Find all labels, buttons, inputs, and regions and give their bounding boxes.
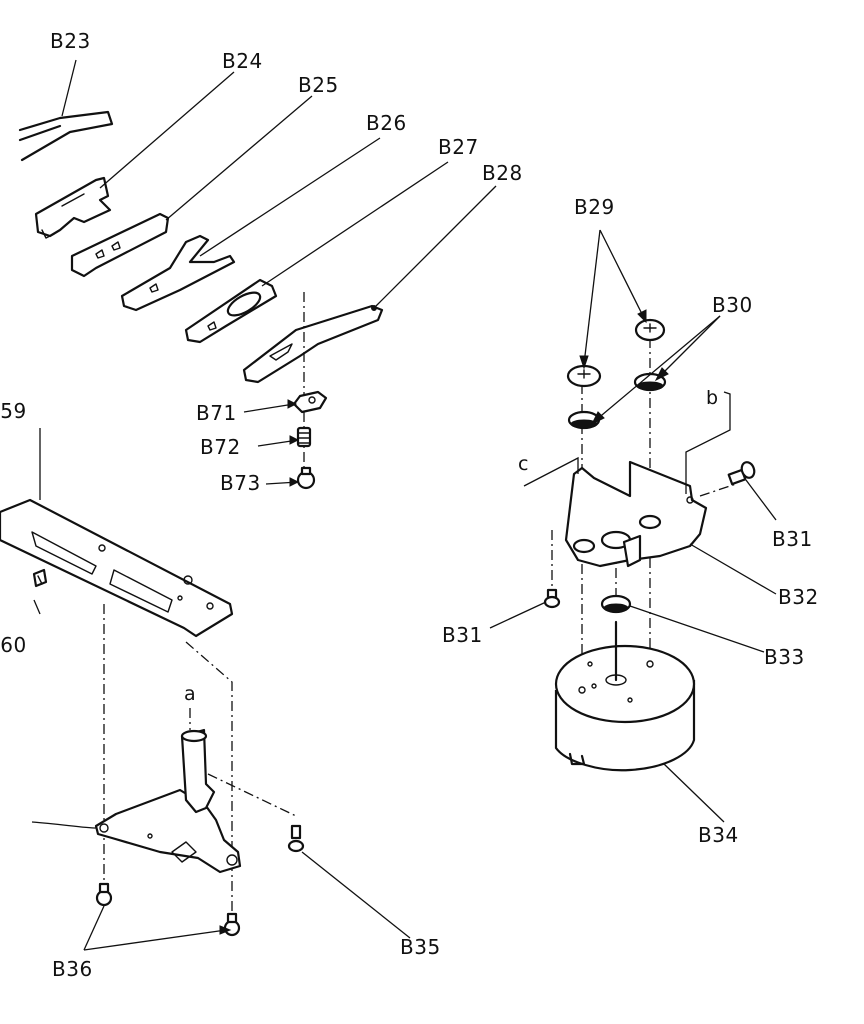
label-b60: B60	[0, 633, 27, 657]
label-b31-right: B31	[772, 527, 813, 551]
axis-b35	[207, 773, 297, 817]
part-b28-lever	[242, 304, 384, 384]
label-b31-left: B31	[442, 623, 483, 647]
label-b24: B24	[222, 49, 263, 73]
ref-label-c: c	[518, 453, 528, 475]
part-b34-motor	[554, 620, 696, 772]
label-b29: B29	[574, 195, 615, 219]
axis-right-screw	[185, 641, 233, 916]
label-b35: B35	[400, 935, 441, 959]
label-b33: B33	[764, 645, 805, 669]
part-b29-screw-right	[634, 318, 666, 342]
leader-lines	[33, 59, 777, 951]
label-b28: B28	[482, 161, 523, 185]
part-b59-chassis	[0, 498, 234, 638]
axis-b31-right	[699, 483, 737, 497]
part-b36-screw-left	[95, 882, 113, 907]
label-b32: B32	[778, 585, 819, 609]
part-bracket	[94, 728, 242, 874]
label-b36: B36	[52, 957, 93, 981]
label-b23: B23	[50, 29, 91, 53]
label-b30: B30	[712, 293, 753, 317]
part-b32-bracket	[564, 460, 708, 568]
part-b23-arm	[18, 110, 114, 162]
label-b59: B59	[0, 399, 27, 423]
part-b24-plate	[34, 176, 112, 239]
ref-label-a: a	[184, 683, 196, 705]
label-b34: B34	[698, 823, 739, 847]
edge-curve	[31, 821, 97, 829]
part-b35-screw	[287, 824, 305, 853]
part-b31-screw-left	[543, 588, 561, 609]
part-b60-fragment	[32, 568, 48, 588]
part-b73-screw	[296, 466, 316, 490]
part-b71-washer	[292, 390, 328, 414]
part-b25-plate	[70, 212, 170, 278]
label-b27: B27	[438, 135, 479, 159]
part-b36-screw-right	[223, 912, 241, 937]
part-b27-plate	[184, 278, 278, 344]
part-b72-spring	[296, 426, 312, 448]
part-b31-screw-right	[727, 461, 756, 486]
ref-label-b: b	[706, 387, 718, 409]
label-b71: B71	[196, 401, 237, 425]
label-b25: B25	[298, 73, 339, 97]
part-b26-fork	[120, 234, 236, 312]
label-b26: B26	[366, 111, 407, 135]
part-b33-pulley	[600, 594, 632, 614]
part-b30-washer-left	[567, 410, 601, 430]
label-b72: B72	[200, 435, 241, 459]
label-b73: B73	[220, 471, 261, 495]
